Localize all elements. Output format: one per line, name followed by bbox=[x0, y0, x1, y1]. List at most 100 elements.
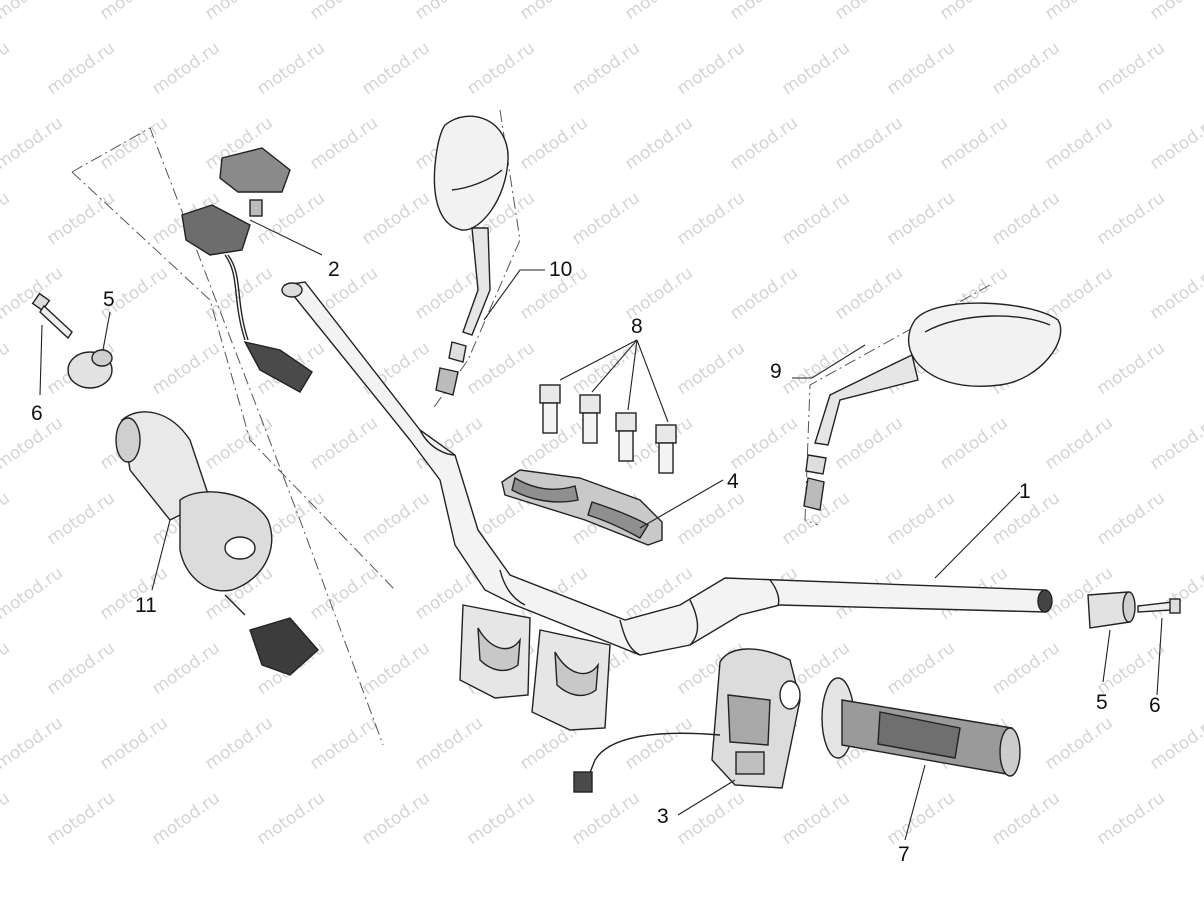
watermark-text: motod.ru bbox=[306, 413, 381, 474]
callout-4: 4 bbox=[727, 470, 739, 493]
watermark-text: motod.ru bbox=[148, 38, 223, 99]
watermark-text: motod.ru bbox=[358, 188, 433, 249]
callout-8: 8 bbox=[631, 315, 643, 338]
watermark-text: motod.ru bbox=[936, 113, 1011, 174]
watermark-text: motod.ru bbox=[1041, 0, 1116, 24]
watermark-text: motod.ru bbox=[1041, 413, 1116, 474]
watermark-text: motod.ru bbox=[201, 413, 276, 474]
watermark-text: motod.ru bbox=[568, 338, 643, 399]
watermark-text: motod.ru bbox=[0, 563, 67, 624]
leader-line-1 bbox=[934, 491, 1021, 579]
watermark-text: motod.ru bbox=[883, 488, 958, 549]
callout-5-right: 5 bbox=[1096, 691, 1108, 714]
mirror-left bbox=[433, 115, 509, 396]
watermark-text: motod.ru bbox=[0, 488, 14, 549]
watermark-text: motod.ru bbox=[883, 38, 958, 99]
watermark-text: motod.ru bbox=[621, 713, 696, 774]
watermark-text: motod.ru bbox=[621, 0, 696, 24]
watermark-text: motod.ru bbox=[0, 638, 14, 699]
throttle-grip-assembly bbox=[115, 411, 319, 676]
watermark-text: motod.ru bbox=[1041, 713, 1116, 774]
watermark-text: motod.ru bbox=[988, 788, 1063, 849]
watermark-text: motod.ru bbox=[358, 788, 433, 849]
watermark-text: motod.ru bbox=[988, 638, 1063, 699]
leader-line-6-left bbox=[39, 324, 43, 396]
watermark-text: motod.ru bbox=[988, 188, 1063, 249]
clamp-bolts bbox=[539, 384, 677, 474]
watermark-text: motod.ru bbox=[96, 713, 171, 774]
watermark-text: motod.ru bbox=[0, 713, 67, 774]
watermark-text: motod.ru bbox=[1093, 38, 1168, 99]
clamp-bolt bbox=[579, 394, 601, 444]
watermark-text: motod.ru bbox=[516, 113, 591, 174]
watermark-text: motod.ru bbox=[148, 638, 223, 699]
watermark-text: motod.ru bbox=[411, 0, 486, 24]
watermark-text: motod.ru bbox=[0, 38, 14, 99]
watermark-text: motod.ru bbox=[883, 788, 958, 849]
group-outline-mirror-9 bbox=[804, 284, 991, 526]
leader-line-4 bbox=[639, 479, 724, 529]
callout-9: 9 bbox=[770, 360, 782, 383]
watermark-text: motod.ru bbox=[43, 488, 118, 549]
watermark-text: motod.ru bbox=[43, 188, 118, 249]
callout-6-left: 6 bbox=[31, 402, 43, 425]
leader-line-2 bbox=[249, 219, 323, 256]
watermark-text: motod.ru bbox=[778, 38, 853, 99]
callout-3: 3 bbox=[657, 805, 669, 828]
watermark-text: motod.ru bbox=[673, 38, 748, 99]
leader-line-10 bbox=[483, 269, 545, 321]
watermark-text: motod.ru bbox=[306, 713, 381, 774]
watermark-text: motod.ru bbox=[253, 788, 328, 849]
handlebar-top-clamp bbox=[501, 469, 663, 546]
watermark-text: motod.ru bbox=[831, 113, 906, 174]
leader-line-5-left bbox=[102, 311, 111, 351]
watermark-text: motod.ru bbox=[1093, 188, 1168, 249]
group-outline-left-inner bbox=[71, 171, 396, 591]
handlebar-clamp-base-right bbox=[531, 629, 611, 731]
callout-7: 7 bbox=[898, 843, 910, 866]
mirror-right bbox=[803, 302, 1062, 511]
callout-5-left: 5 bbox=[103, 288, 115, 311]
leader-line-5-right bbox=[1102, 629, 1111, 683]
watermark-text: motod.ru bbox=[358, 38, 433, 99]
left-switch-housing bbox=[573, 648, 801, 793]
clamp-bolt bbox=[615, 412, 637, 462]
watermark-text: motod.ru bbox=[1146, 263, 1204, 324]
leader-line-7 bbox=[904, 764, 926, 841]
watermark-text: motod.ru bbox=[306, 113, 381, 174]
watermark-text: motod.ru bbox=[778, 188, 853, 249]
watermark-text: motod.ru bbox=[988, 38, 1063, 99]
watermark-text: motod.ru bbox=[673, 788, 748, 849]
callout-1: 1 bbox=[1019, 480, 1031, 503]
watermark-text: motod.ru bbox=[831, 413, 906, 474]
watermark-text: motod.ru bbox=[726, 113, 801, 174]
leader-line-8a bbox=[559, 339, 638, 381]
watermark-text: motod.ru bbox=[43, 788, 118, 849]
watermark-text: motod.ru bbox=[936, 413, 1011, 474]
hand-grip-right bbox=[821, 677, 1021, 777]
watermark-text: motod.ru bbox=[0, 0, 67, 24]
watermark-text: motod.ru bbox=[831, 263, 906, 324]
watermark-text: motod.ru bbox=[726, 0, 801, 24]
watermark-text: motod.ru bbox=[96, 113, 171, 174]
watermark-text: motod.ru bbox=[1093, 788, 1168, 849]
watermark-text: motod.ru bbox=[0, 338, 14, 399]
watermark-text: motod.ru bbox=[0, 788, 14, 849]
handlebar bbox=[281, 281, 1053, 656]
clamp-bolt bbox=[539, 384, 561, 434]
watermark-text: motod.ru bbox=[831, 0, 906, 24]
watermark-text: motod.ru bbox=[148, 338, 223, 399]
callout-6-right: 6 bbox=[1149, 694, 1161, 717]
watermark-text: motod.ru bbox=[1146, 113, 1204, 174]
watermark-text: motod.ru bbox=[1146, 563, 1204, 624]
watermark-text: motod.ru bbox=[516, 0, 591, 24]
watermark-text: motod.ru bbox=[0, 188, 14, 249]
watermark-text: motod.ru bbox=[306, 563, 381, 624]
leader-line-6-right bbox=[1156, 617, 1163, 696]
callout-2: 2 bbox=[328, 258, 340, 281]
leader-line-3 bbox=[677, 779, 736, 816]
watermark-text: motod.ru bbox=[0, 113, 67, 174]
watermark-text: motod.ru bbox=[1041, 113, 1116, 174]
watermark-text: motod.ru bbox=[568, 38, 643, 99]
